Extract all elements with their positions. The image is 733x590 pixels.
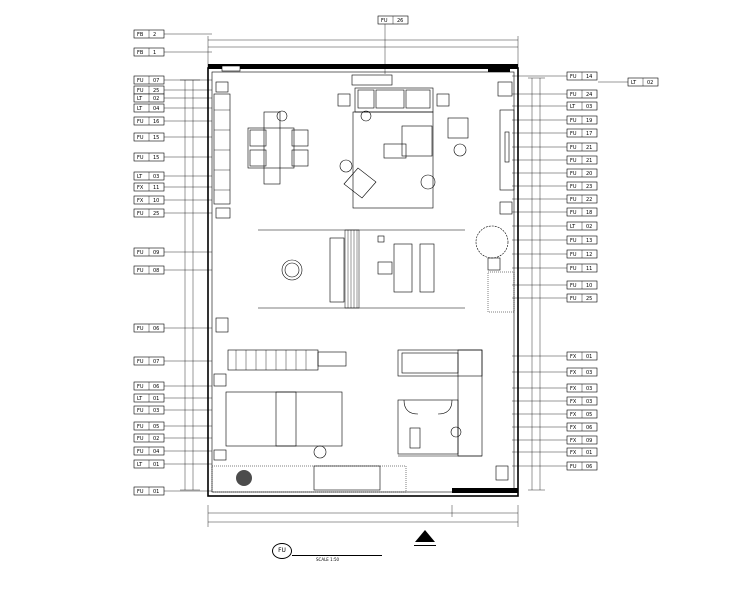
dining-area-furniture — [213, 81, 309, 219]
legend-underline — [292, 555, 382, 556]
bathroom-fixtures — [397, 349, 509, 481]
north-arrow-icon — [415, 530, 435, 542]
scale-text: SCALE 1:50 — [316, 557, 340, 562]
dimension-lines — [180, 36, 545, 527]
bottom-planter — [211, 465, 407, 493]
center-partition — [215, 225, 515, 333]
walls — [207, 64, 519, 497]
legend: FU SCALE 1:50 — [272, 530, 472, 573]
legend-tag: FU — [272, 543, 292, 559]
bedroom-furniture — [213, 349, 347, 461]
living-area-furniture — [337, 74, 515, 215]
north-arrow-underline — [414, 545, 436, 546]
